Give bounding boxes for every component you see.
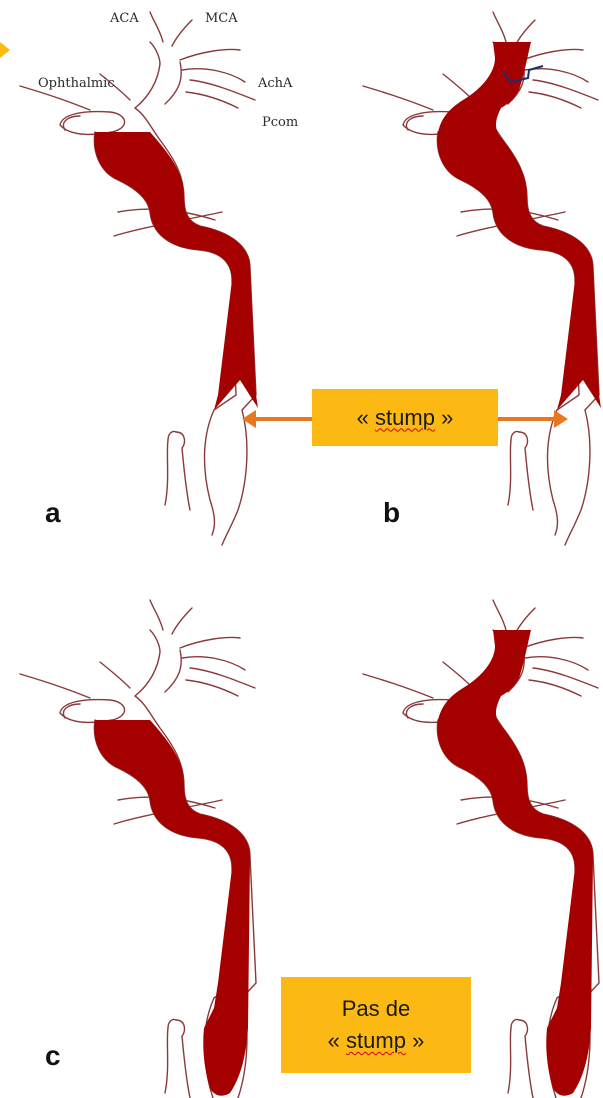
label-ophthalmic: Ophthalmic [38,76,115,91]
stump-word: stump [375,405,435,430]
panel-b: b [363,12,601,545]
stump-callout-text: « stump » [357,405,454,431]
no-stump-word: stump [346,1028,406,1053]
no-stump-callout: Pas de « stump » [281,977,471,1073]
arrow-left-head [242,410,256,428]
stump-callout: « stump » [312,389,498,446]
label-aca: ACA [109,11,139,26]
panel-a: ACA MCA Ophthalmic AchA Pcom a [20,11,298,545]
occluded-carotid-b [437,42,601,410]
no-stump-callout-line1: Pas de [342,993,411,1025]
label-pcom: Pcom [262,115,298,130]
chevron-right-icon [0,42,10,58]
panel-label-a: a [45,497,61,528]
occluded-carotid-a [94,132,258,410]
panel-c-left: c [20,600,256,1098]
no-stump-callout-line2: « stump » [328,1025,425,1057]
label-mca: MCA [205,11,238,26]
panel-label-c: c [45,1040,61,1071]
occluded-carotid-c-left [94,720,250,1096]
label-acha: AchA [257,76,293,91]
arrow-right-head [554,410,568,428]
panel-label-b: b [383,497,400,528]
